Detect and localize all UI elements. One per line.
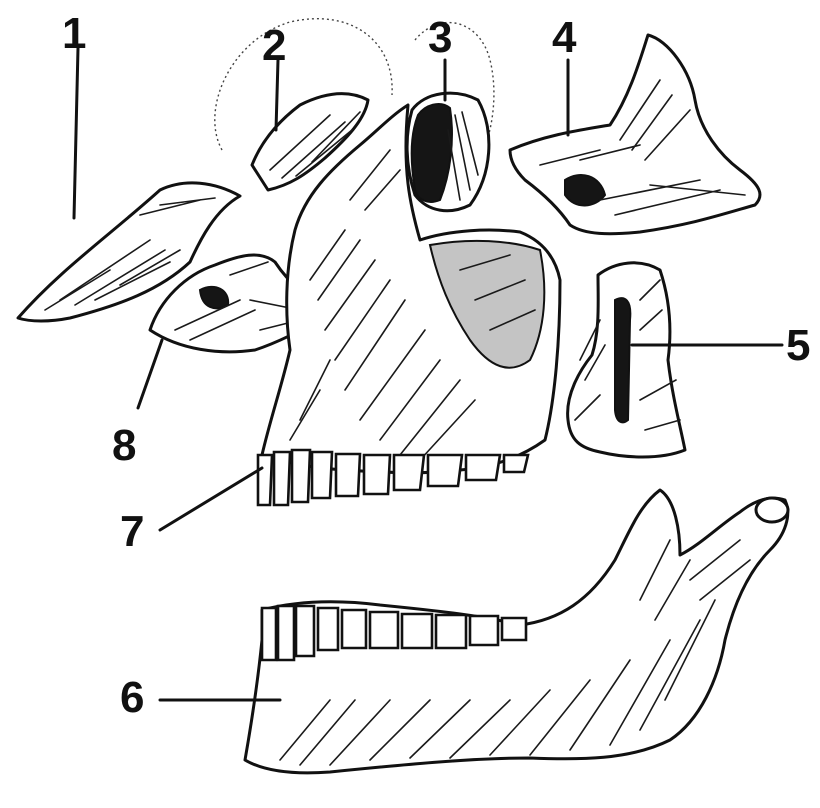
leader-1 xyxy=(74,48,78,218)
leader-7 xyxy=(160,468,262,530)
bone-5 xyxy=(568,263,685,457)
bone-4 xyxy=(510,35,760,234)
leader-2 xyxy=(276,60,278,130)
label-8: 8 xyxy=(112,421,136,470)
label-4: 4 xyxy=(552,13,577,62)
label-5: 5 xyxy=(786,321,810,370)
label-3: 3 xyxy=(428,13,452,62)
label-6: 6 xyxy=(120,673,144,722)
upper-teeth xyxy=(258,450,528,505)
leader-8 xyxy=(138,340,162,408)
label-1: 1 xyxy=(62,9,86,58)
label-7: 7 xyxy=(120,507,144,556)
label-2: 2 xyxy=(262,21,286,70)
bone-3 xyxy=(407,93,489,211)
